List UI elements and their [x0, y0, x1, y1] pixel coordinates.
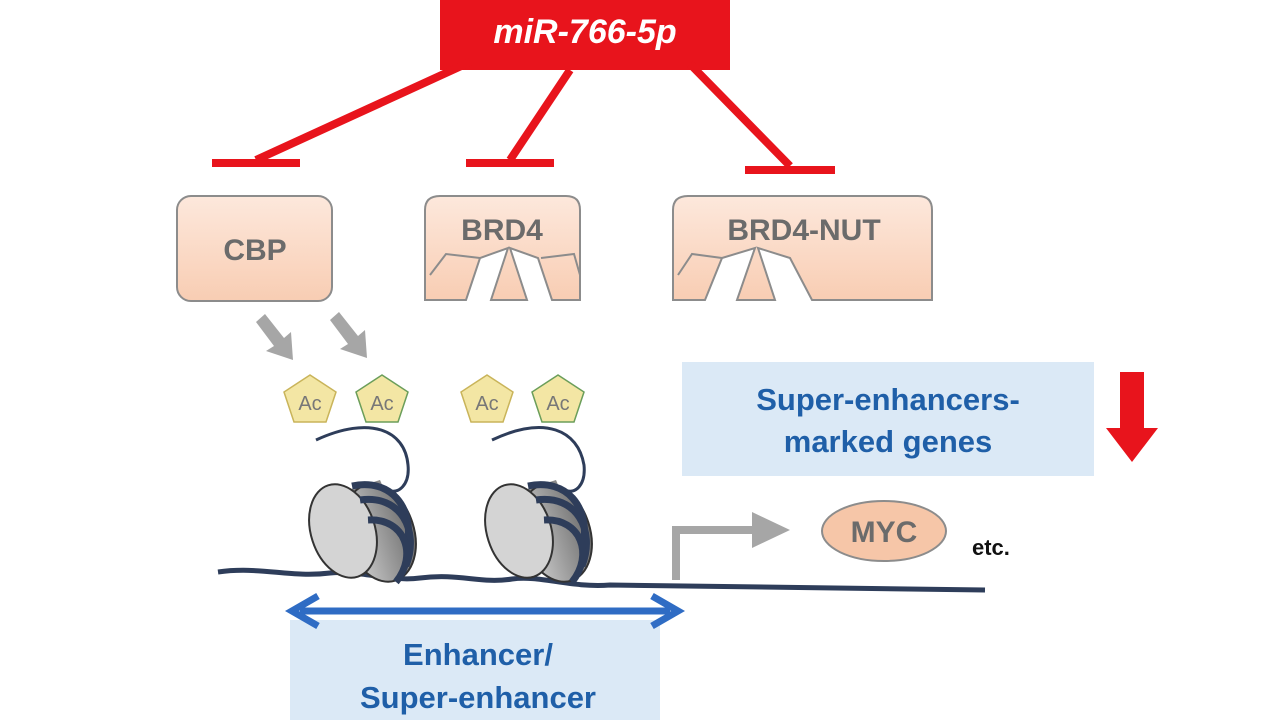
down-arrow-icon: [1106, 372, 1158, 462]
histone-tails: [315, 426, 586, 493]
brd4-nut-label: BRD4-NUT: [727, 214, 880, 247]
inhibition-lines: [212, 58, 835, 174]
dna-strand: [217, 567, 986, 593]
brd4-nut-box: [672, 195, 933, 301]
mirna-box: [440, 0, 730, 70]
se-genes-line1: Super-enhancers-: [756, 382, 1020, 417]
ac-mark-2: Ac: [355, 374, 409, 423]
arrow-1: [256, 314, 293, 360]
enhancer-panel: [290, 620, 660, 720]
ac-mark-4: Ac: [531, 374, 585, 423]
enhancer-span-arrow: [284, 592, 686, 630]
inhibit-line-cbp: [254, 58, 472, 164]
myc-oval: [821, 500, 947, 562]
ac-mark-3: Ac: [460, 374, 514, 423]
brd4-label: BRD4: [461, 214, 543, 247]
svg-text:Ac: Ac: [546, 393, 569, 415]
enhancer-line2: Super-enhancer: [360, 680, 596, 715]
svg-text:Ac: Ac: [298, 393, 321, 415]
brd4-box: [424, 195, 581, 301]
arrow-2: [330, 312, 367, 358]
inhibit-line-brd4nut: [687, 61, 793, 169]
enhancer-line1: Enhancer/: [403, 637, 553, 672]
nucleosome-2: [484, 480, 593, 585]
se-genes-line2: marked genes: [784, 424, 993, 459]
etc-label: etc.: [972, 535, 1010, 560]
inhibit-line-brd4: [506, 67, 574, 163]
mirna-label: miR-766-5p: [493, 13, 676, 51]
se-genes-panel: [682, 362, 1094, 476]
svg-text:Ac: Ac: [370, 393, 393, 415]
acetyl-marks: Ac Ac Ac Ac: [283, 374, 585, 423]
ac-mark-1: Ac: [283, 374, 337, 423]
cbp-acetylation-arrows: [256, 312, 367, 360]
transcription-arrow: [672, 512, 790, 580]
svg-text:Ac: Ac: [475, 393, 498, 415]
cbp-box: [176, 195, 333, 302]
myc-label: MYC: [851, 516, 918, 549]
nucleosome-1: [308, 480, 417, 585]
cbp-label: CBP: [223, 234, 286, 267]
